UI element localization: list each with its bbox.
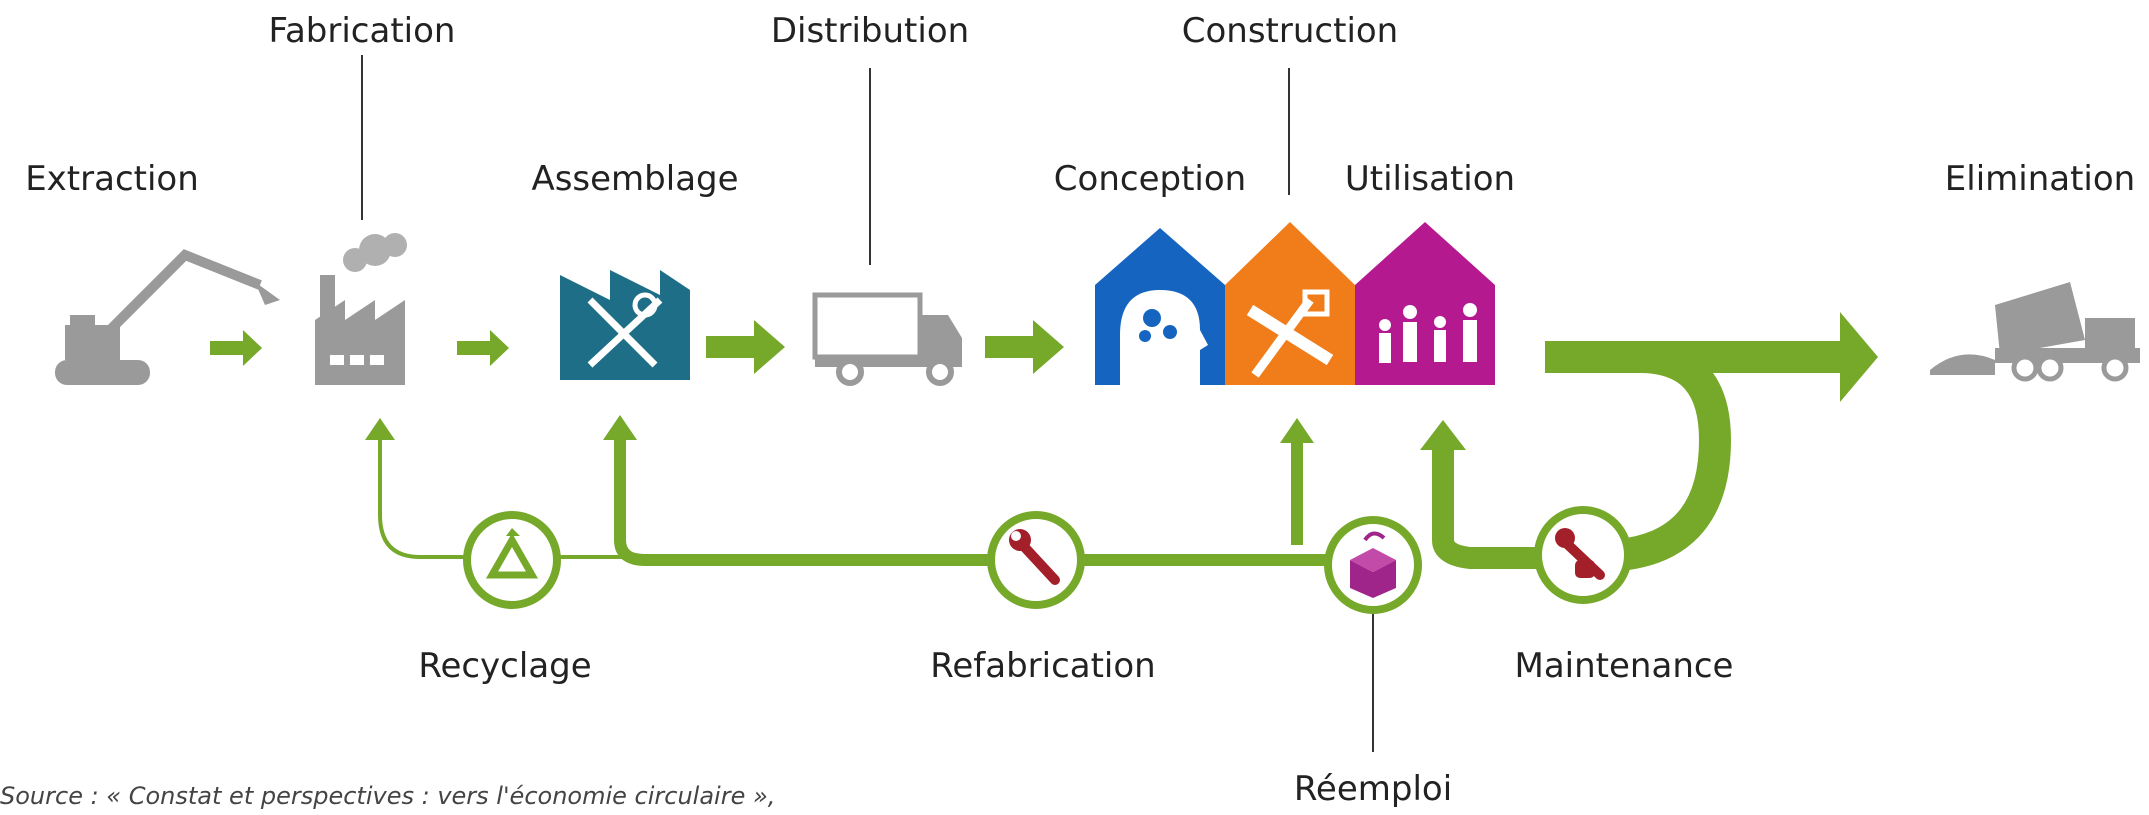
head-gears-icon — [1095, 228, 1225, 385]
label-reemploi: Réemploi — [1294, 769, 1452, 809]
arrow-1 — [210, 330, 262, 366]
label-maintenance: Maintenance — [1515, 646, 1734, 686]
label-recyclage: Recyclage — [418, 646, 591, 686]
truck-icon — [812, 292, 962, 386]
arrow-3 — [706, 320, 785, 374]
recycle-icon — [463, 511, 561, 609]
label-extraction: Extraction — [25, 159, 199, 199]
label-refabrication: Refabrication — [930, 646, 1155, 686]
elimination-arrow — [1545, 341, 1855, 373]
ruler-pencil-icon — [1225, 222, 1355, 385]
box-icon — [1324, 516, 1422, 614]
arrow-2 — [457, 330, 509, 366]
label-distribution: Distribution — [771, 11, 969, 51]
hand-wrench-icon — [1534, 506, 1632, 604]
label-assemblage: Assemblage — [531, 159, 738, 199]
arrow-4 — [985, 320, 1064, 374]
label-fabrication: Fabrication — [269, 11, 456, 51]
dump-truck-icon — [1930, 282, 2140, 382]
label-utilisation: Utilisation — [1345, 159, 1515, 199]
excavator-icon — [55, 249, 280, 385]
label-construction: Construction — [1182, 11, 1398, 51]
source-note: Source : « Constat et perspectives : ver… — [0, 782, 775, 810]
factory-icon — [315, 233, 407, 385]
loop-arrows — [365, 312, 1878, 571]
family-icon — [1355, 222, 1495, 385]
label-conception: Conception — [1054, 159, 1246, 199]
label-elimination: Elimination — [1945, 159, 2135, 199]
wrench-icon — [987, 511, 1085, 609]
tools-workshop-icon — [560, 270, 690, 380]
